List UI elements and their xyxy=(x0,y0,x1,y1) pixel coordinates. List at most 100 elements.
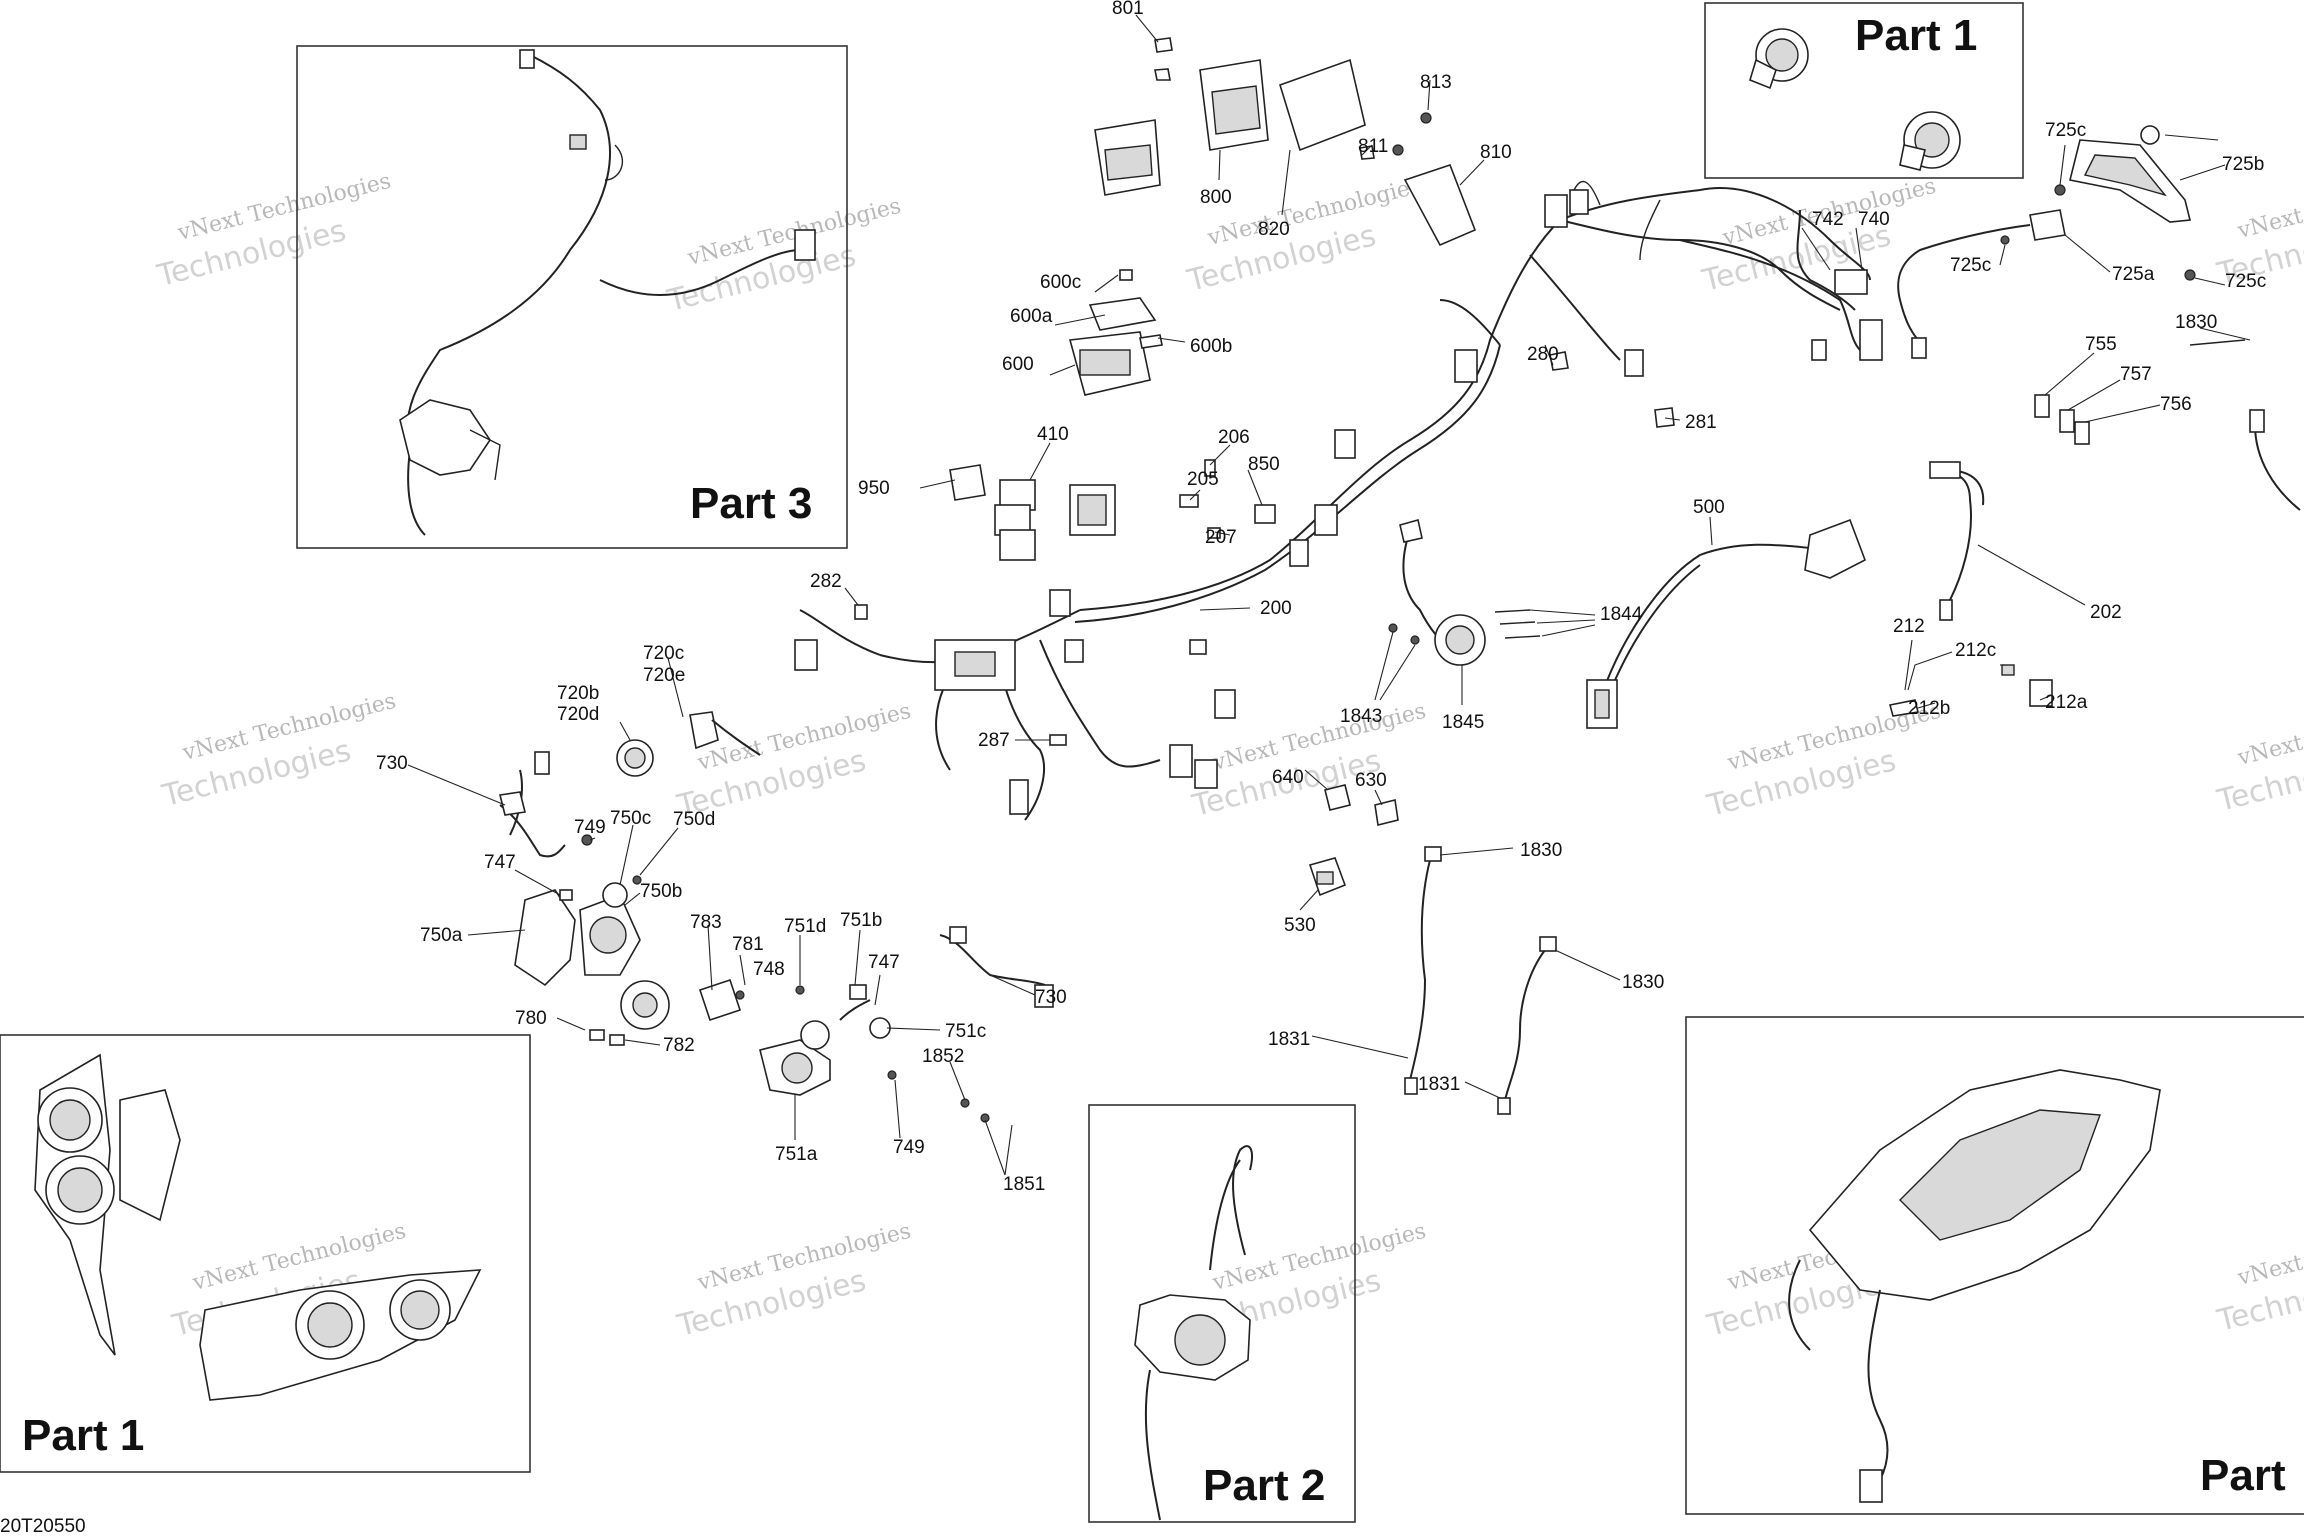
inset-part3-label: Part 3 xyxy=(690,479,812,528)
relays-410-group xyxy=(949,464,1116,561)
callout-530: 530 xyxy=(1284,915,1316,936)
callout-783: 783 xyxy=(690,912,722,933)
ecm-800-group xyxy=(1094,37,1477,247)
inset-part1-top-frame xyxy=(1704,2,2024,179)
sensor-1845-group xyxy=(1388,519,1541,666)
callout-780: 780 xyxy=(515,1008,547,1029)
callout-281: 281 xyxy=(1685,412,1717,433)
callout-200: 200 xyxy=(1260,598,1292,619)
callout-800: 800 xyxy=(1200,187,1232,208)
callout-1845: 1845 xyxy=(1442,712,1484,733)
callout-410: 410 xyxy=(1037,424,1069,445)
callout-725c-b: 725c xyxy=(1950,255,1991,276)
harness-202-group xyxy=(1889,461,2053,717)
callout-600c: 600c xyxy=(1040,272,1081,293)
fuse-box-600-group xyxy=(1068,269,1163,396)
callout-600: 600 xyxy=(1002,354,1034,375)
callout-1830-b: 1830 xyxy=(1520,840,1562,861)
callout-630: 630 xyxy=(1355,770,1387,791)
callout-207: 207 xyxy=(1205,527,1237,548)
callout-600b: 600b xyxy=(1190,336,1232,357)
callout-748: 748 xyxy=(753,959,785,980)
diagram-reference-code: 20T20550 xyxy=(0,1516,86,1536)
lights-751-group xyxy=(735,926,1054,1123)
inset-part-right-label: Part xyxy=(2200,1451,2286,1500)
callout-730-b: 730 xyxy=(1035,987,1067,1008)
callout-287: 287 xyxy=(978,730,1010,751)
callout-212b: 212b xyxy=(1908,698,1950,719)
callout-747-a: 747 xyxy=(484,852,516,873)
bulbs-755-group xyxy=(2034,394,2090,445)
callout-850: 850 xyxy=(1248,454,1280,475)
callout-751b: 751b xyxy=(840,910,882,931)
watermark-text: vNext Technologies xyxy=(2234,1214,2304,1291)
callout-720e: 720e xyxy=(643,665,685,686)
callout-600a: 600a xyxy=(1010,306,1053,327)
callout-720c: 720c xyxy=(643,643,684,664)
callout-1852: 1852 xyxy=(922,1046,964,1067)
callout-820: 820 xyxy=(1258,219,1290,240)
callout-202: 202 xyxy=(2090,602,2122,623)
callout-1830-c: 1830 xyxy=(1622,972,1664,993)
callout-1830-a: 1830 xyxy=(2175,312,2217,333)
callout-212c: 212c xyxy=(1955,640,1996,661)
callout-1851: 1851 xyxy=(1003,1174,1045,1195)
watermark-text: vNext Technologies xyxy=(2234,694,2304,771)
callout-640: 640 xyxy=(1272,767,1304,788)
callout-755: 755 xyxy=(2085,334,2117,355)
switch-500-group xyxy=(1586,518,1866,729)
callout-749-b: 749 xyxy=(893,1137,925,1158)
callout-730-a: 730 xyxy=(376,753,408,774)
callout-720b: 720b xyxy=(557,683,599,704)
callout-749-a: 749 xyxy=(574,817,606,838)
inset-part2-label: Part 2 xyxy=(1203,1461,1325,1510)
callout-725c-a: 725c xyxy=(2045,120,2086,141)
callout-212a: 212a xyxy=(2045,692,2088,713)
inset-part1-bottom-label: Part 1 xyxy=(22,1411,144,1460)
callout-813: 813 xyxy=(1420,72,1452,93)
inset-part1-bottom-frame xyxy=(0,1034,531,1473)
callout-212: 212 xyxy=(1893,616,1925,637)
harness-1830-center xyxy=(1404,846,1557,1115)
callout-labels: 801 813 810 811 800 820 600c 600a 600b 6… xyxy=(376,0,2266,1195)
inset-part1-top-label: Part 1 xyxy=(1855,11,1977,60)
main-harness-200 xyxy=(794,180,1883,821)
small-parts xyxy=(854,351,1675,746)
callout-282: 282 xyxy=(810,571,842,592)
inset-part-right-frame xyxy=(1685,1016,2304,1515)
switches-630-group xyxy=(1308,784,1399,897)
callout-750d: 750d xyxy=(673,809,715,830)
callout-950: 950 xyxy=(858,478,890,499)
horn-780-group xyxy=(589,978,742,1046)
callout-751c: 751c xyxy=(945,1021,986,1042)
callout-757: 757 xyxy=(2120,364,2152,385)
callout-747-b: 747 xyxy=(868,952,900,973)
callout-206: 206 xyxy=(1218,427,1250,448)
harness-1830-right xyxy=(2189,339,2301,511)
watermark-text: vNext Technologies xyxy=(2234,167,2304,244)
callout-1831-a: 1831 xyxy=(1268,1029,1310,1050)
callout-280: 280 xyxy=(1527,344,1559,365)
callout-750b: 750b xyxy=(640,881,682,902)
callout-720d: 720d xyxy=(557,704,599,725)
callout-725a: 725a xyxy=(2112,264,2155,285)
leader-lines xyxy=(407,14,2251,1176)
callout-742: 742 xyxy=(1812,209,1844,230)
callout-750a: 750a xyxy=(420,925,463,946)
inset-part2-frame xyxy=(1088,1104,1356,1523)
callout-725b: 725b xyxy=(2222,154,2264,175)
callout-781: 781 xyxy=(732,934,764,955)
callout-750c: 750c xyxy=(610,808,651,829)
callout-725c-c: 725c xyxy=(2225,271,2266,292)
callout-740: 740 xyxy=(1858,209,1890,230)
cluster-725-group xyxy=(1796,125,2196,361)
callout-205: 205 xyxy=(1187,469,1219,490)
callout-751d: 751d xyxy=(784,916,826,937)
callout-801: 801 xyxy=(1112,0,1144,19)
inset-part3-frame xyxy=(296,45,848,549)
callout-500: 500 xyxy=(1693,497,1725,518)
callout-811: 811 xyxy=(1358,136,1388,157)
callout-1844: 1844 xyxy=(1600,604,1643,625)
